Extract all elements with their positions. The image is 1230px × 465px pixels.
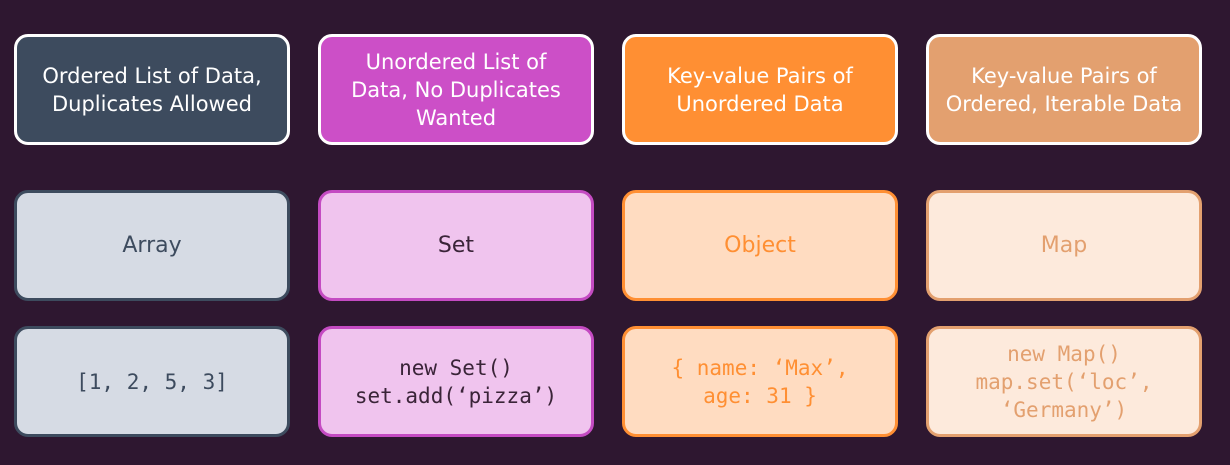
map-name-box: Map [926,190,1202,301]
data-structures-diagram: Ordered List of Data, Duplicates Allowed… [14,34,1204,438]
map-description: Key-value Pairs of Ordered, Iterable Dat… [945,63,1183,116]
object-description-box: Key-value Pairs of Unordered Data [622,34,898,145]
set-description: Unordered List of Data, No Duplicates Wa… [351,49,561,130]
set-name-box: Set [318,190,594,301]
object-example-box: { name: ‘Max’, age: 31 } [622,326,898,437]
set-name: Set [437,233,475,258]
set-example-code: new Set() set.add(‘pizza’) [354,355,558,408]
array-description-box: Ordered List of Data, Duplicates Allowed [14,34,290,145]
map-name: Map [1040,233,1088,258]
object-name: Object [724,233,796,258]
object-name-box: Object [622,190,898,301]
map-example-box: new Map() map.set(‘loc’, ‘Germany’) [926,326,1202,437]
set-description-box: Unordered List of Data, No Duplicates Wa… [318,34,594,145]
array-example-code: [1, 2, 5, 3] [76,369,228,394]
map-description-box: Key-value Pairs of Ordered, Iterable Dat… [926,34,1202,145]
object-description: Key-value Pairs of Unordered Data [667,63,853,116]
array-description: Ordered List of Data, Duplicates Allowed [42,63,262,116]
map-example-code: new Map() map.set(‘loc’, ‘Germany’) [975,341,1153,422]
array-name: Array [122,233,182,258]
array-example-box: [1, 2, 5, 3] [14,326,290,437]
array-name-box: Array [14,190,290,301]
set-example-box: new Set() set.add(‘pizza’) [318,326,594,437]
object-example-code: { name: ‘Max’, age: 31 } [671,355,849,408]
